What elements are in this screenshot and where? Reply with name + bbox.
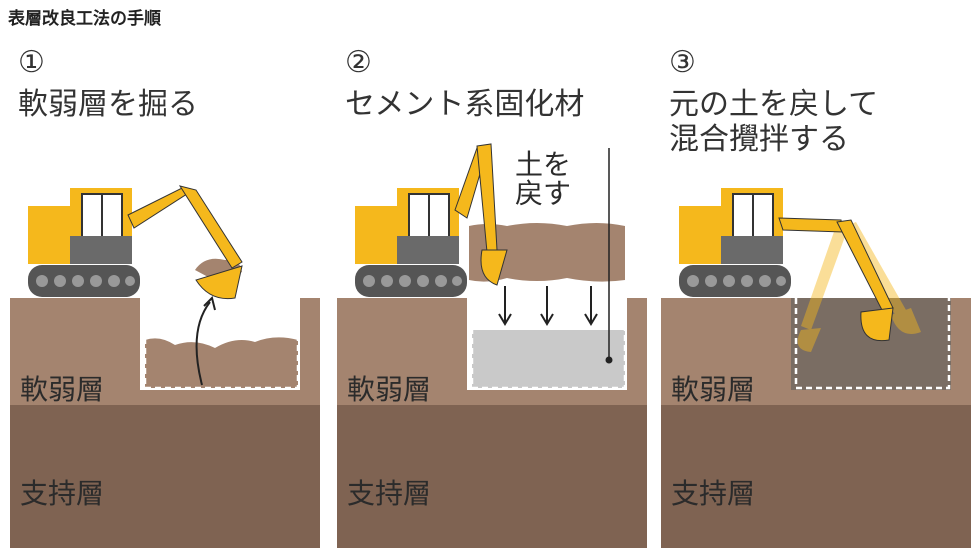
step-2-panel: ② セメント系固化材 土を 戻す 軟弱層 支持層 <box>337 40 647 548</box>
step-caption: セメント系固化材 <box>345 87 585 123</box>
step-3-illustration <box>661 188 971 548</box>
excavator-2 <box>355 143 508 297</box>
step-1-illustration <box>10 185 320 548</box>
step-caption: 元の土を戻して 混合攪拌する <box>669 87 879 157</box>
caption-line: 混合攪拌する <box>669 121 849 157</box>
step-number: ② <box>345 45 372 80</box>
note-line: 戻す <box>515 177 572 211</box>
soft-layer-label: 軟弱層 <box>20 373 105 406</box>
support-layer-label: 支持層 <box>671 477 756 510</box>
caption-line: 元の土を戻して <box>669 87 879 122</box>
step-1-panel: ① 軟弱層を掘る 軟弱層 支持層 <box>10 40 320 548</box>
note-line: 土を <box>515 148 572 181</box>
step-number: ① <box>18 45 45 80</box>
soft-layer-label: 軟弱層 <box>671 373 756 406</box>
page-title: 表層改良工法の手順 <box>8 9 161 29</box>
return-soil-note: 土を 戻す <box>515 150 571 209</box>
step-number: ③ <box>669 45 696 80</box>
support-layer-label: 支持層 <box>347 477 432 510</box>
soft-layer-label: 軟弱層 <box>347 373 432 406</box>
support-layer-label: 支持層 <box>20 477 105 510</box>
caption-line: 軟弱層を掘る <box>18 87 198 122</box>
step-3-panel: ③ 元の土を戻して 混合攪拌する 軟弱層 支持層 <box>661 40 971 548</box>
excavator-1 <box>28 185 243 300</box>
step-2-illustration <box>337 143 647 548</box>
excavator-3 <box>679 188 894 342</box>
caption-line: セメント系固化材 <box>345 87 585 122</box>
step-caption: 軟弱層を掘る <box>18 87 198 123</box>
